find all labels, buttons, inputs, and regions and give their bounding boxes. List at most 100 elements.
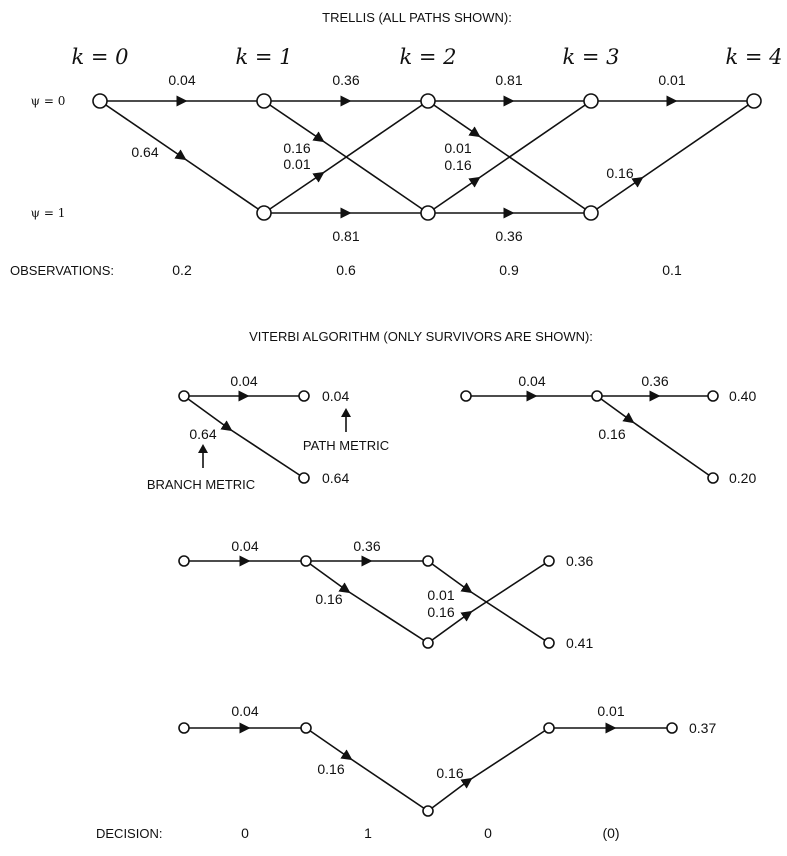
step2-path-metric-upper: 0.40 [729,388,756,404]
step2-metric-1: 0.04 [518,373,545,389]
step3-branch-3-cross-down [427,560,550,644]
step2-node-mid [591,390,603,402]
stage-label-k0: k = 0 [71,45,128,69]
trellis-branch-k2s0-k3s1 [427,100,592,214]
viterbi-step-2: 0.04 0.36 0.16 0.40 0.20 [460,373,756,486]
branch-metric-k1s0-k2s0: 0.36 [332,72,359,88]
path-metric-label: PATH METRIC [303,438,389,453]
viterbi-step-4: 0.04 0.16 0.16 0.01 0.37 [178,703,716,817]
step2-node-start [460,390,472,402]
step3-node-k3-upper [543,555,555,567]
step3-node-k2-upper [422,555,434,567]
branch-metric-k1s1-k2s0: 0.01 [283,156,310,172]
step3-path-metric-upper: 0.36 [566,553,593,569]
step4-node-start [178,722,190,734]
step4-node-k2 [422,805,434,817]
branch-metric-k3s1-k4s0: 0.16 [606,165,633,181]
decision-3: 0 [484,825,492,841]
state-label-psi0: ψ = 0 [31,94,66,108]
branch-metric-k2s1-k3s0: 0.16 [444,157,471,173]
branch-metric-k2s1-k3s1: 0.36 [495,228,522,244]
step4-path-metric: 0.37 [689,720,716,736]
step2-metric-upper: 0.36 [641,373,668,389]
stage-label-k3: k = 3 [562,45,619,69]
step1-metric-lower: 0.64 [189,426,216,442]
branch-metric-label: BRANCH METRIC [147,477,255,492]
step3-node-k2-lower [422,637,434,649]
step1-node-start [178,390,190,402]
branch-metric-k0s0-k1s1: 0.64 [131,144,158,160]
step3-node-k3-lower [543,637,555,649]
step2-branch-lower [596,395,714,479]
decision-4: (0) [602,825,619,841]
trellis-branch-k2s1-k3s0 [427,100,592,214]
trellis-node-k3-s1 [583,205,599,221]
viterbi-step-3: 0.04 0.36 0.16 0.01 0.16 0.36 0.41 [178,538,593,651]
step3-metric-1: 0.04 [231,538,258,554]
step3-metric-3-down: 0.01 [427,587,454,603]
trellis-branch-k1s1-k2s0 [263,100,429,214]
step2-metric-lower: 0.16 [598,426,625,442]
step3-metric-2-lower: 0.16 [315,591,342,607]
trellis-node-k3-s0 [583,93,599,109]
step1-path-metric-upper: 0.04 [322,388,349,404]
decision-label: DECISION: [96,826,162,841]
step3-node-start [178,555,190,567]
step1-branch-lower [183,395,305,479]
trellis-node-k1-s0 [256,93,272,109]
step4-node-k1 [300,722,312,734]
observation-1: 0.2 [172,262,192,278]
step3-metric-2-upper: 0.36 [353,538,380,554]
branch-metric-k1s0-k2s1: 0.16 [283,140,310,156]
step3-metric-3-up: 0.16 [427,604,454,620]
observation-4: 0.1 [662,262,682,278]
step3-path-metric-lower: 0.41 [566,635,593,651]
step4-metric-4: 0.01 [597,703,624,719]
path-metric-pointer-head [341,408,351,417]
branch-metric-k0s0-k1s0: 0.04 [168,72,195,88]
viterbi-step-1: 0.04 0.64 0.04 0.64 BRANCH METRIC PATH M… [147,373,389,492]
step4-branch-3 [427,727,550,812]
decision-2: 1 [364,825,372,841]
trellis-nodes [92,93,762,221]
observation-3: 0.9 [499,262,519,278]
trellis-node-k4-s0 [746,93,762,109]
trellis-node-k1-s1 [256,205,272,221]
stage-label-k1: k = 1 [235,45,292,69]
state-label-psi1: ψ = 1 [31,206,66,220]
step1-node-upper [298,390,310,402]
branch-metric-k2s0-k3s1: 0.01 [444,140,471,156]
trellis-branch-k3s1-k4s0 [590,100,755,214]
step4-metric-2: 0.16 [317,761,344,777]
step4-metric-3: 0.16 [436,765,463,781]
step1-path-metric-lower: 0.64 [322,470,349,486]
decision-1: 0 [241,825,249,841]
step3-branch-2-lower [305,560,429,644]
trellis-edges [99,95,755,219]
branch-metric-k1s1-k2s1: 0.81 [332,228,359,244]
branch-metric-k3s0-k4s0: 0.01 [658,72,685,88]
trellis-node-k0-s0 [92,93,108,109]
step3-branch-3-cross-up [427,560,550,644]
observation-2: 0.6 [336,262,356,278]
step3-node-k1 [300,555,312,567]
trellis-branch-k1s0-k2s1 [263,100,429,214]
trellis-branch-k0s0-k1s1 [99,100,265,214]
observations-label: OBSERVATIONS: [10,263,114,278]
trellis-title: TRELLIS (ALL PATHS SHOWN): [322,10,512,25]
step4-node-k3 [543,722,555,734]
branch-metric-k2s0-k3s0: 0.81 [495,72,522,88]
step1-metric-upper: 0.04 [230,373,257,389]
step4-branch-2 [305,727,429,812]
step4-metric-1: 0.04 [231,703,258,719]
trellis-node-k2-s1 [420,205,436,221]
stage-label-k4: k = 4 [725,45,782,69]
step2-node-upper [707,390,719,402]
step2-node-lower [707,472,719,484]
step4-node-k4 [666,722,678,734]
trellis-node-k2-s0 [420,93,436,109]
stage-label-k2: k = 2 [399,45,456,69]
step1-node-lower [298,472,310,484]
viterbi-title: VITERBI ALGORITHM (ONLY SURVIVORS ARE SH… [249,329,593,344]
